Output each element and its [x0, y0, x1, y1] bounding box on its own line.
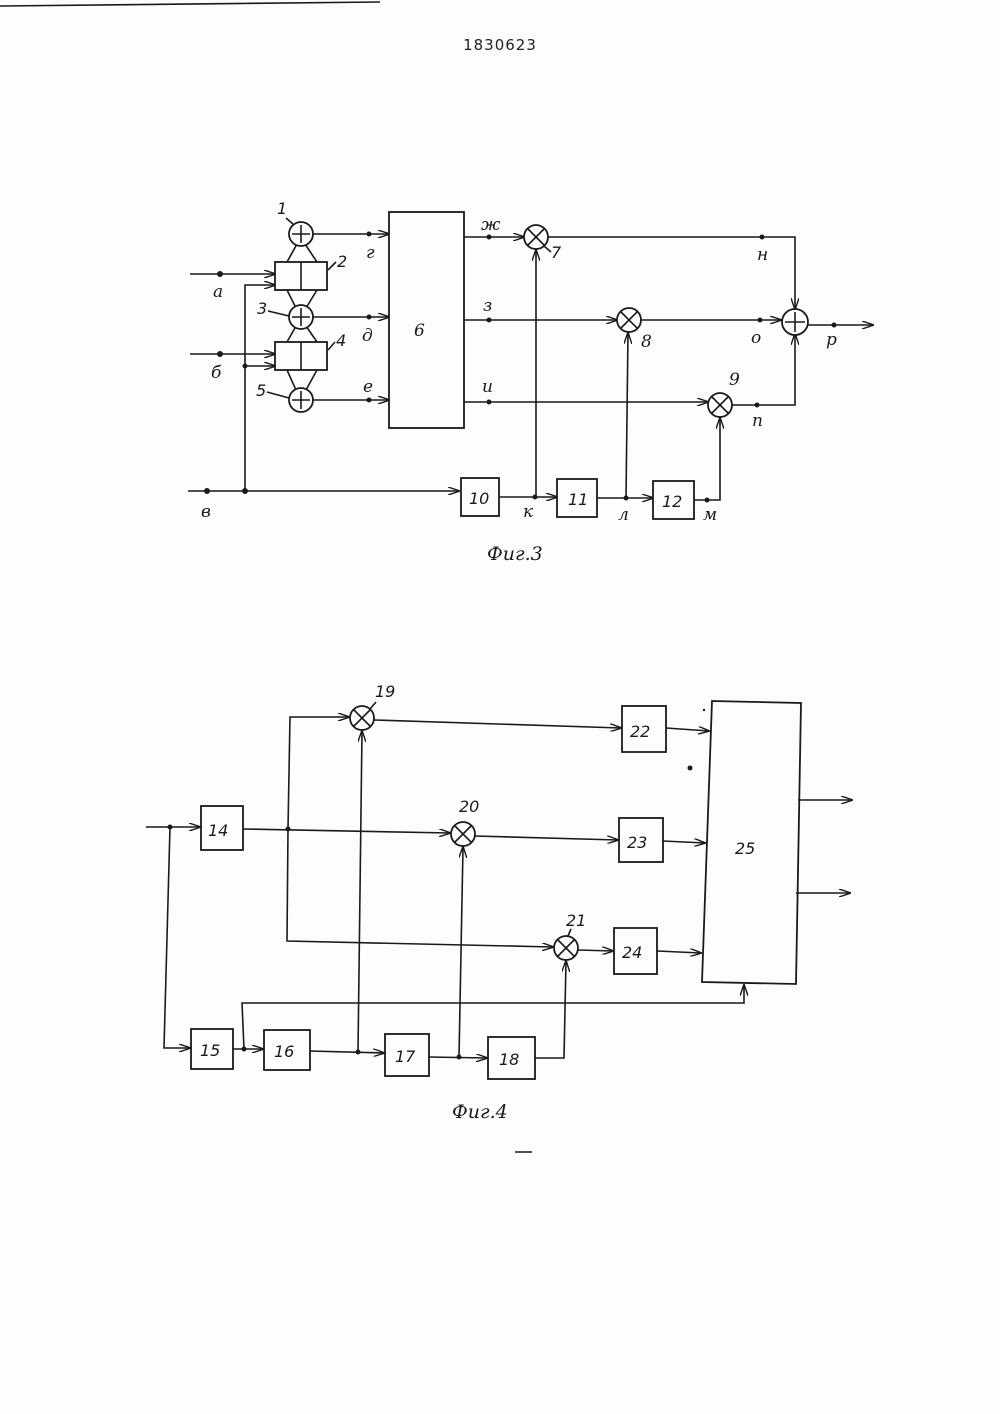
label-v: в — [201, 502, 211, 522]
node-i — [487, 400, 492, 405]
label-z: з — [483, 296, 492, 316]
node-z — [487, 318, 492, 323]
leader-19 — [370, 702, 376, 709]
label-k: к — [523, 502, 534, 522]
wire-reg4-adder5-l — [287, 370, 296, 390]
wire-14-to-19 — [288, 717, 349, 829]
leader-21 — [568, 929, 571, 936]
ref-21: 21 — [566, 911, 586, 930]
wire-reg2-adder3-r — [306, 290, 317, 308]
wire-l-to-8 — [626, 333, 628, 498]
wire-m-to-9 — [694, 418, 720, 500]
node-g — [367, 232, 372, 237]
wire-20-to-23 — [475, 836, 618, 840]
label-n: н — [757, 245, 768, 265]
leader-4 — [328, 342, 335, 350]
label-i: и — [482, 377, 493, 397]
node-e — [367, 398, 372, 403]
wire-reg4-adder3-l — [287, 326, 296, 342]
label-b: б — [211, 363, 222, 383]
ref-9: 9 — [729, 370, 740, 390]
leader-1 — [286, 218, 293, 224]
block-12-label: 12 — [662, 492, 682, 511]
node-a — [217, 271, 223, 277]
wire-16-to-19 — [358, 731, 362, 1052]
ref-20: 20 — [459, 797, 479, 816]
ref-8: 8 — [641, 332, 652, 352]
block-25-label: 25 — [735, 839, 755, 858]
block-16-label: 16 — [274, 1042, 294, 1061]
label-g: г — [366, 243, 375, 263]
wire-23-to-25 — [663, 841, 705, 843]
ref-2: 2 — [337, 252, 347, 271]
label-l: л — [618, 505, 629, 525]
leader-3 — [268, 311, 289, 316]
block-15-label: 15 — [200, 1041, 220, 1060]
block-22-label: 22 — [630, 722, 650, 741]
node-n — [760, 235, 765, 240]
block-11-label: 11 — [568, 490, 588, 509]
figure-4: 14 15 16 17 18 22 23 24 25 19 20 21 Фиг.… — [146, 682, 852, 1123]
block-6-label: 6 — [414, 321, 425, 341]
scan-speck — [703, 709, 705, 711]
wire-14-to-21 — [287, 829, 553, 947]
wire-19-to-22 — [374, 720, 621, 728]
block-6 — [389, 212, 464, 428]
label-p: п — [752, 411, 763, 431]
wire-14-to-20 — [243, 829, 450, 833]
node-m — [705, 498, 710, 503]
wire-22-to-25 — [666, 728, 709, 731]
block-17-label: 17 — [395, 1047, 416, 1066]
figure-3: а б в г д е ж з и к л м н о п р 1 2 3 4 … — [188, 199, 873, 565]
wire-p — [732, 334, 795, 405]
node-zh — [487, 235, 492, 240]
ref-3: 3 — [257, 299, 267, 318]
ref-19: 19 — [375, 682, 395, 701]
node-v — [204, 488, 210, 494]
node-r — [832, 323, 837, 328]
block-14-label: 14 — [208, 821, 228, 840]
ref-7: 7 — [551, 243, 562, 262]
label-d: д — [362, 326, 373, 346]
node-d — [367, 315, 372, 320]
leader-7 — [544, 246, 551, 252]
scan-edge-line — [0, 2, 380, 6]
label-a: а — [213, 282, 223, 302]
fig3-caption: Фиг.3 — [487, 543, 543, 565]
wire-24-to-25 — [657, 951, 701, 953]
leader-2 — [328, 262, 336, 270]
fig4-caption: Фиг.4 — [452, 1101, 508, 1123]
wire-reg2-adder1-r — [305, 244, 317, 262]
wire-reg4-adder5-r — [306, 370, 317, 390]
node-v-reg4 — [243, 364, 248, 369]
block-10-label: 10 — [469, 489, 489, 508]
block-18-label: 18 — [499, 1050, 519, 1069]
wire-17-to-20 — [459, 847, 463, 1057]
wire-16-to-17 — [310, 1051, 384, 1053]
wire-18-to-21 — [535, 961, 566, 1058]
node-p — [755, 403, 760, 408]
node-b — [217, 351, 223, 357]
block-23-label: 23 — [627, 833, 647, 852]
block-24-label: 24 — [622, 943, 642, 962]
wire-21-to-24 — [578, 950, 613, 951]
ref-4: 4 — [336, 331, 346, 350]
wire-input-to-15 — [164, 827, 190, 1048]
label-e: е — [363, 377, 373, 397]
wire-reg2-adder1-l — [287, 244, 297, 262]
scan-speck — [688, 766, 693, 771]
wire-reg4-adder3-r — [306, 326, 317, 342]
label-zh: ж — [481, 215, 501, 235]
node-o — [758, 318, 763, 323]
label-o: о — [751, 328, 761, 348]
wire-reg2-adder3-l — [287, 290, 296, 308]
label-r: р — [826, 330, 837, 350]
ref-5: 5 — [256, 381, 266, 400]
leader-5 — [267, 392, 289, 398]
label-m: м — [703, 505, 717, 525]
ref-1: 1 — [277, 199, 287, 218]
